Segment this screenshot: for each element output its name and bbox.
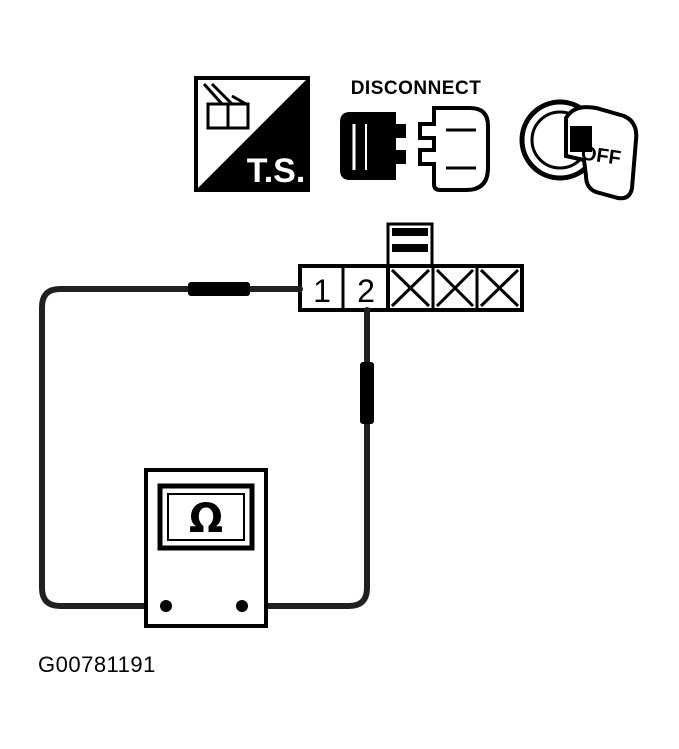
test-lead-2 [241, 307, 370, 609]
empty-cavity [479, 268, 520, 308]
probe-2 [360, 362, 374, 424]
ignition-off-icon: OFF [519, 99, 639, 201]
meter-terminal-v-ohm [236, 600, 248, 612]
ohm-symbol: Ω [189, 496, 223, 542]
test-switch-label: T.S. [247, 152, 306, 190]
empty-cavity [390, 268, 431, 308]
disconnect-icon: DISCONNECT [340, 78, 490, 192]
empty-cavity [435, 268, 475, 308]
figure-id: G00781191 [38, 652, 156, 677]
connector: 1 2 [298, 222, 524, 312]
pin-label-1: 1 [313, 273, 331, 309]
test-switch-icon: T.S. [194, 76, 310, 192]
meter-terminal-com [160, 600, 172, 612]
ohmmeter: Ω [144, 468, 268, 628]
probe-1 [188, 282, 250, 296]
disconnect-label: DISCONNECT [351, 78, 482, 99]
test-lead-1 [39, 286, 303, 609]
pin-label-2: 2 [357, 273, 375, 309]
